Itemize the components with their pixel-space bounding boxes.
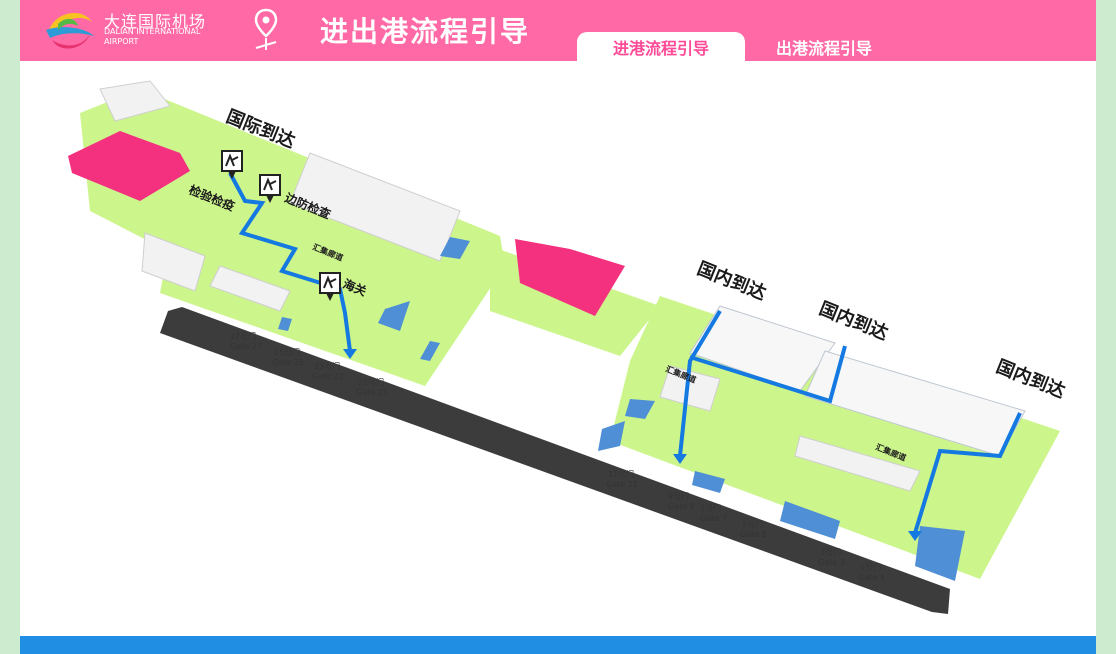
svg-text:Gate 23: Gate 23	[312, 372, 344, 381]
apron-road	[160, 307, 950, 614]
svg-text:27号门: 27号门	[230, 331, 256, 341]
intl-arrival-route	[228, 172, 352, 352]
blue-block	[692, 471, 725, 493]
intl-building-block	[289, 152, 461, 262]
svg-text:Gate 27: Gate 27	[230, 342, 262, 351]
svg-text:25号门: 25号门	[274, 347, 300, 357]
page-title: 进出港流程引导	[320, 15, 531, 48]
blue-block	[780, 501, 840, 539]
blue-block	[915, 526, 965, 581]
quarantine-checkpoint-icon	[221, 150, 243, 179]
blue-block	[378, 301, 410, 331]
customs-checkpoint-icon	[319, 272, 341, 301]
route-arrow-icon	[673, 454, 687, 464]
blue-block	[278, 317, 292, 331]
svg-text:Gate 9: Gate 9	[668, 502, 695, 511]
gate-label: 11号门 Gate 11	[606, 469, 638, 489]
svg-text:3号门: 3号门	[820, 547, 841, 557]
terminal-map: 国际到达 检验检疫 边防检查 海关 国内到达 国内到达 国内到达 汇集廊道 汇集…	[68, 80, 1068, 614]
intl-building-block	[141, 232, 206, 292]
gate-label: 5号门 Gate 5	[740, 519, 767, 539]
location-pin-icon	[254, 8, 278, 50]
svg-text:11号门: 11号门	[608, 469, 634, 479]
domestic-building-block	[794, 435, 921, 492]
svg-text:23号门: 23号门	[314, 361, 340, 371]
gate-label: 21号门 Gate 21	[356, 377, 388, 397]
gate-label: 7号门 Gate 7	[700, 503, 727, 523]
border-checkpoint-icon	[259, 174, 281, 203]
label-domestic-arrival-3: 国内到达	[993, 355, 1068, 402]
tab-departure-guide[interactable]: 出港流程引导	[775, 39, 872, 58]
footer-bar	[20, 636, 1096, 654]
svg-text:Gate 3: Gate 3	[818, 558, 845, 567]
intl-pink-block	[68, 131, 190, 201]
page-frame: 大连国际机场 DALIAN INTERNATIONAL AIRPORT 进出港流…	[20, 0, 1096, 654]
gate-label: 1号门 Gate 1	[858, 562, 885, 582]
svg-text:Gate 5: Gate 5	[740, 530, 767, 539]
blue-block	[625, 399, 655, 419]
svg-text:Gate 11: Gate 11	[606, 480, 638, 489]
blue-block	[420, 341, 440, 361]
tab-arrival-guide[interactable]: 进港流程引导	[577, 32, 745, 61]
svg-text:21号门: 21号门	[358, 377, 384, 387]
blue-block	[598, 421, 625, 451]
svg-text:Gate 25: Gate 25	[272, 358, 304, 367]
svg-text:Gate 1: Gate 1	[858, 573, 885, 582]
gate-label: 25号门 Gate 25	[272, 347, 304, 367]
intl-building-block	[99, 80, 171, 122]
route-arrow-icon	[343, 349, 357, 359]
svg-text:9号门: 9号门	[668, 491, 689, 501]
domestic-route-2	[913, 412, 1022, 534]
svg-text:7号门: 7号门	[700, 503, 721, 513]
intl-building-block	[209, 265, 291, 312]
svg-text:Gate 21: Gate 21	[356, 388, 388, 397]
header-bar: 大连国际机场 DALIAN INTERNATIONAL AIRPORT 进出港流…	[20, 0, 1096, 61]
route-arrow-icon	[908, 531, 922, 541]
label-domestic-arrival-1: 国内到达	[694, 257, 769, 304]
gate-label: 27号门 Gate 27	[230, 331, 262, 351]
gate-label: 23号门 Gate 23	[312, 361, 344, 381]
blue-block	[440, 237, 470, 259]
gate-label: 3号门 Gate 3	[818, 547, 845, 567]
domestic-route-1	[678, 309, 722, 457]
logo-name-cn: 大连国际机场	[104, 12, 207, 31]
domestic-building-block	[659, 365, 721, 412]
domestic-route-1b	[689, 345, 847, 404]
svg-text:5号门: 5号门	[742, 519, 763, 529]
domestic-pink-block	[515, 239, 625, 316]
gate-label: 9号门 Gate 9	[668, 491, 695, 511]
airport-logo-icon	[46, 12, 94, 49]
logo-name-en: DALIAN INTERNATIONAL AIRPORT	[104, 27, 201, 46]
svg-text:1号门: 1号门	[860, 562, 881, 572]
label-domestic-arrival-2: 国内到达	[816, 297, 891, 344]
svg-text:Gate 7: Gate 7	[700, 514, 727, 523]
